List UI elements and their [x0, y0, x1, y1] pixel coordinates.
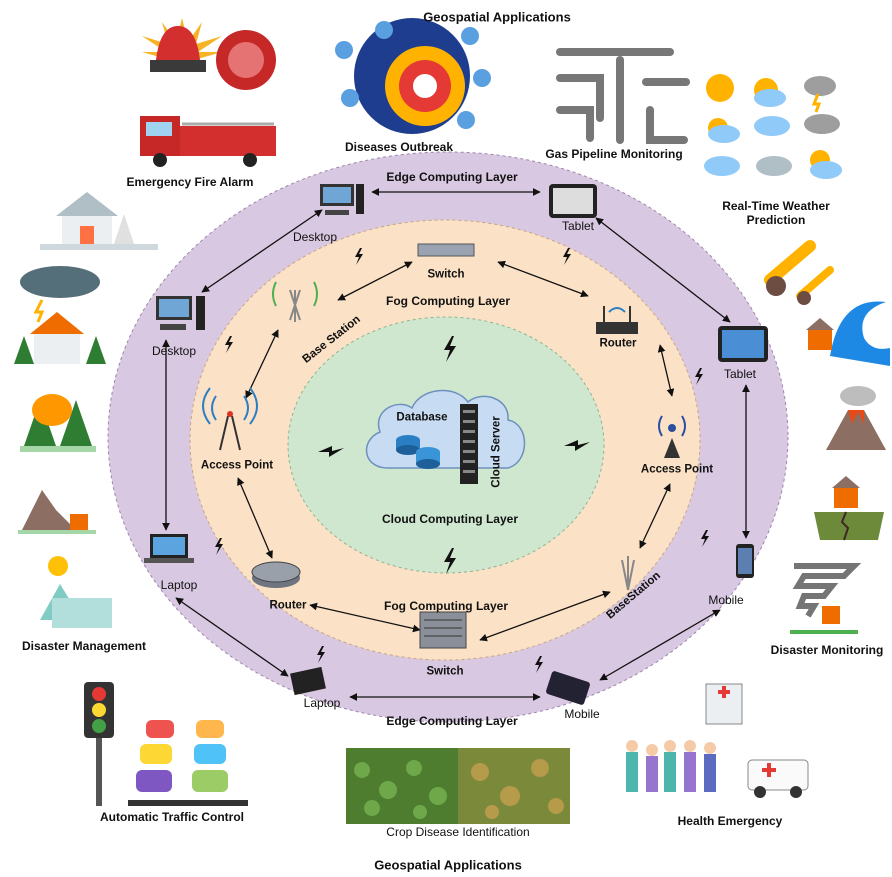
desktop-icon: [156, 296, 205, 330]
top-title: Geospatial Applications: [423, 9, 571, 25]
gas-pipeline-icon: [556, 48, 690, 144]
diseases-outbreak-label: Diseases Outbreak: [344, 140, 454, 155]
access-point-icon: [202, 387, 258, 451]
router-label: Router: [269, 599, 307, 612]
flood-house-icon: [40, 556, 112, 628]
desktop-icon: [320, 184, 364, 215]
laptop-icon: [144, 534, 194, 563]
desktop-label: Desktop: [151, 344, 197, 359]
mobile-label: Mobile: [564, 707, 600, 722]
traffic-icon: [84, 682, 248, 806]
switch-label: Switch: [426, 665, 464, 678]
fire-alarm-icon: [142, 18, 276, 90]
mobile-label: Mobile: [708, 593, 744, 608]
crop-label: Crop Disease Identification: [386, 825, 530, 840]
tablet-icon: [718, 326, 768, 362]
switch-label: Switch: [427, 268, 465, 281]
base-station-icon: [272, 281, 318, 322]
fire-truck-icon: [140, 116, 276, 167]
laptop-label: Laptop: [160, 578, 198, 593]
laptop-icon: [290, 666, 326, 696]
router-icon: [251, 561, 301, 588]
weather-icons: [704, 74, 842, 179]
lightning-icons: [215, 248, 709, 673]
house-snow-icon: [40, 192, 158, 250]
weather-label: Real-Time Weather: [722, 199, 830, 214]
traffic-label: Automatic Traffic Control: [99, 810, 245, 825]
health-emergency-icon: [626, 683, 809, 798]
mobile-icon: [546, 671, 590, 705]
tablet-label: Tablet: [723, 367, 757, 382]
tsunami-icon: [806, 301, 890, 366]
fog-layer-label: Fog Computing Layer: [384, 599, 508, 614]
weather-label: Prediction: [746, 213, 806, 228]
switch-icon: [419, 611, 467, 649]
tornado-icon: [790, 563, 862, 634]
meteor-icon: [764, 240, 834, 305]
tablet-icon: [549, 184, 597, 218]
bottom-title: Geospatial Applications: [374, 857, 522, 873]
access-point-label: Access Point: [640, 463, 714, 476]
desktop-label: Desktop: [292, 230, 338, 245]
cloud-server-icon: [460, 404, 478, 484]
database-label: Database: [396, 411, 448, 424]
access-point-label: Access Point: [200, 459, 274, 472]
access-point-icon: [658, 415, 686, 458]
volcano-icon: [826, 386, 886, 450]
base-station-icon: [621, 556, 635, 591]
disaster-management-label: Disaster Management: [21, 639, 147, 654]
laptop-label: Laptop: [303, 696, 341, 711]
tablet-label: Tablet: [561, 219, 595, 234]
switch-icon: [417, 243, 475, 257]
router-icon: [596, 306, 638, 334]
edge-layer-label: Edge Computing Layer: [386, 714, 518, 729]
landslide-icon: [18, 490, 96, 534]
cloud-layer-label: Cloud Computing Layer: [382, 512, 518, 527]
cloud-server-label: Cloud Server: [490, 416, 503, 488]
gas-pipeline-label: Gas Pipeline Monitoring: [545, 147, 683, 162]
edge-layer-label: Edge Computing Layer: [386, 170, 518, 185]
router-label: Router: [599, 337, 637, 350]
storm-house-icon: [14, 266, 106, 364]
database-icon: [396, 435, 440, 469]
fog-layer-label: Fog Computing Layer: [386, 294, 510, 309]
fire-alarm-label: Emergency Fire Alarm: [126, 175, 254, 190]
earthquake-icon: [814, 476, 884, 541]
disaster-monitoring-label: Disaster Monitoring: [770, 643, 884, 658]
connection-arrows: [162, 188, 750, 701]
diseases-outbreak-icon: [335, 18, 491, 134]
health-label: Health Emergency: [677, 814, 783, 829]
mobile-icon: [736, 544, 754, 578]
crop-field-image: [346, 748, 570, 824]
wildfire-icon: [20, 394, 96, 452]
